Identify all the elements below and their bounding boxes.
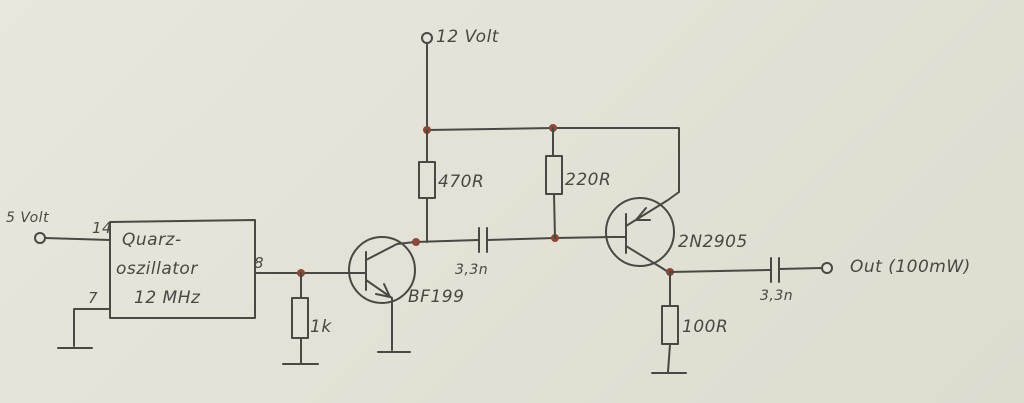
label-c1: 3,3n [455, 262, 488, 278]
label-out: Out (100mW) [850, 257, 971, 277]
label-100r: 100R [682, 317, 728, 337]
resistor-1k-body [291, 297, 309, 339]
capacitor-c1: 3,3n [455, 227, 488, 278]
terminal-12v [421, 32, 433, 44]
transistor-2n2905: 2N2905 [605, 191, 748, 273]
label-pin-14: 14 [92, 219, 112, 237]
resistor-100r: 100R [651, 271, 728, 374]
resistor-220-body [545, 155, 563, 195]
wire-100-bottom [667, 343, 671, 373]
label-1k: 1k [310, 317, 332, 337]
resistor-470r: 470R [418, 129, 484, 243]
label-c2: 3,3n [760, 288, 793, 304]
resistor-470-body [418, 161, 436, 199]
capacitor-c2: 3,3n [760, 257, 793, 304]
osc-label-line3: 12 MHz [134, 288, 201, 308]
wire-pin7-ground [73, 308, 111, 347]
label-220r: 220R [565, 170, 611, 190]
resistor-1k: 1k [282, 272, 332, 365]
oscillator-box [109, 219, 256, 319]
resistor-220r: 220R [545, 127, 611, 239]
transistor-bf199: BF199 [348, 236, 464, 353]
wire-out-to-c2 [669, 269, 771, 273]
osc-ground [57, 308, 111, 349]
osc-label-line2: oszillator [116, 259, 198, 279]
wire-c2-to-out [778, 267, 823, 270]
wire-220-bottom [553, 193, 556, 239]
supply-12v: 12 Volt [421, 27, 680, 193]
q1-emitter-arrow [375, 283, 391, 298]
label-12-volt: 12 Volt [436, 27, 500, 47]
oscillator-block: Quarz- oszillator 12 MHz 7 8 [88, 219, 264, 319]
osc-label-line1: Quarz- [122, 230, 182, 250]
wire-c1-to-q2 [486, 236, 613, 241]
q1-emitter [365, 279, 393, 351]
label-bf199: BF199 [408, 287, 464, 307]
q2-body [605, 197, 675, 267]
terminal-out [821, 262, 833, 274]
junction-q1-collector [412, 238, 420, 246]
terminal-5v [34, 232, 46, 244]
label-5-volt: 5 Volt [6, 210, 49, 226]
input-5v-section: 5 Volt 14 [6, 210, 112, 244]
q2-emitter [625, 191, 680, 227]
q1-body [348, 236, 416, 304]
label-2n2905: 2N2905 [678, 232, 748, 252]
q2-collector [625, 245, 669, 273]
label-pin-7: 7 [88, 289, 98, 307]
wire-q1-collector-node [414, 239, 479, 243]
wire-5v-to-osc [44, 237, 111, 241]
q1-collector [365, 241, 416, 261]
label-470r: 470R [438, 172, 484, 192]
q2-emitter-arrow [635, 207, 651, 221]
label-pin-8: 8 [254, 254, 264, 272]
resistor-100-body [661, 305, 679, 345]
top-rail [426, 127, 680, 193]
